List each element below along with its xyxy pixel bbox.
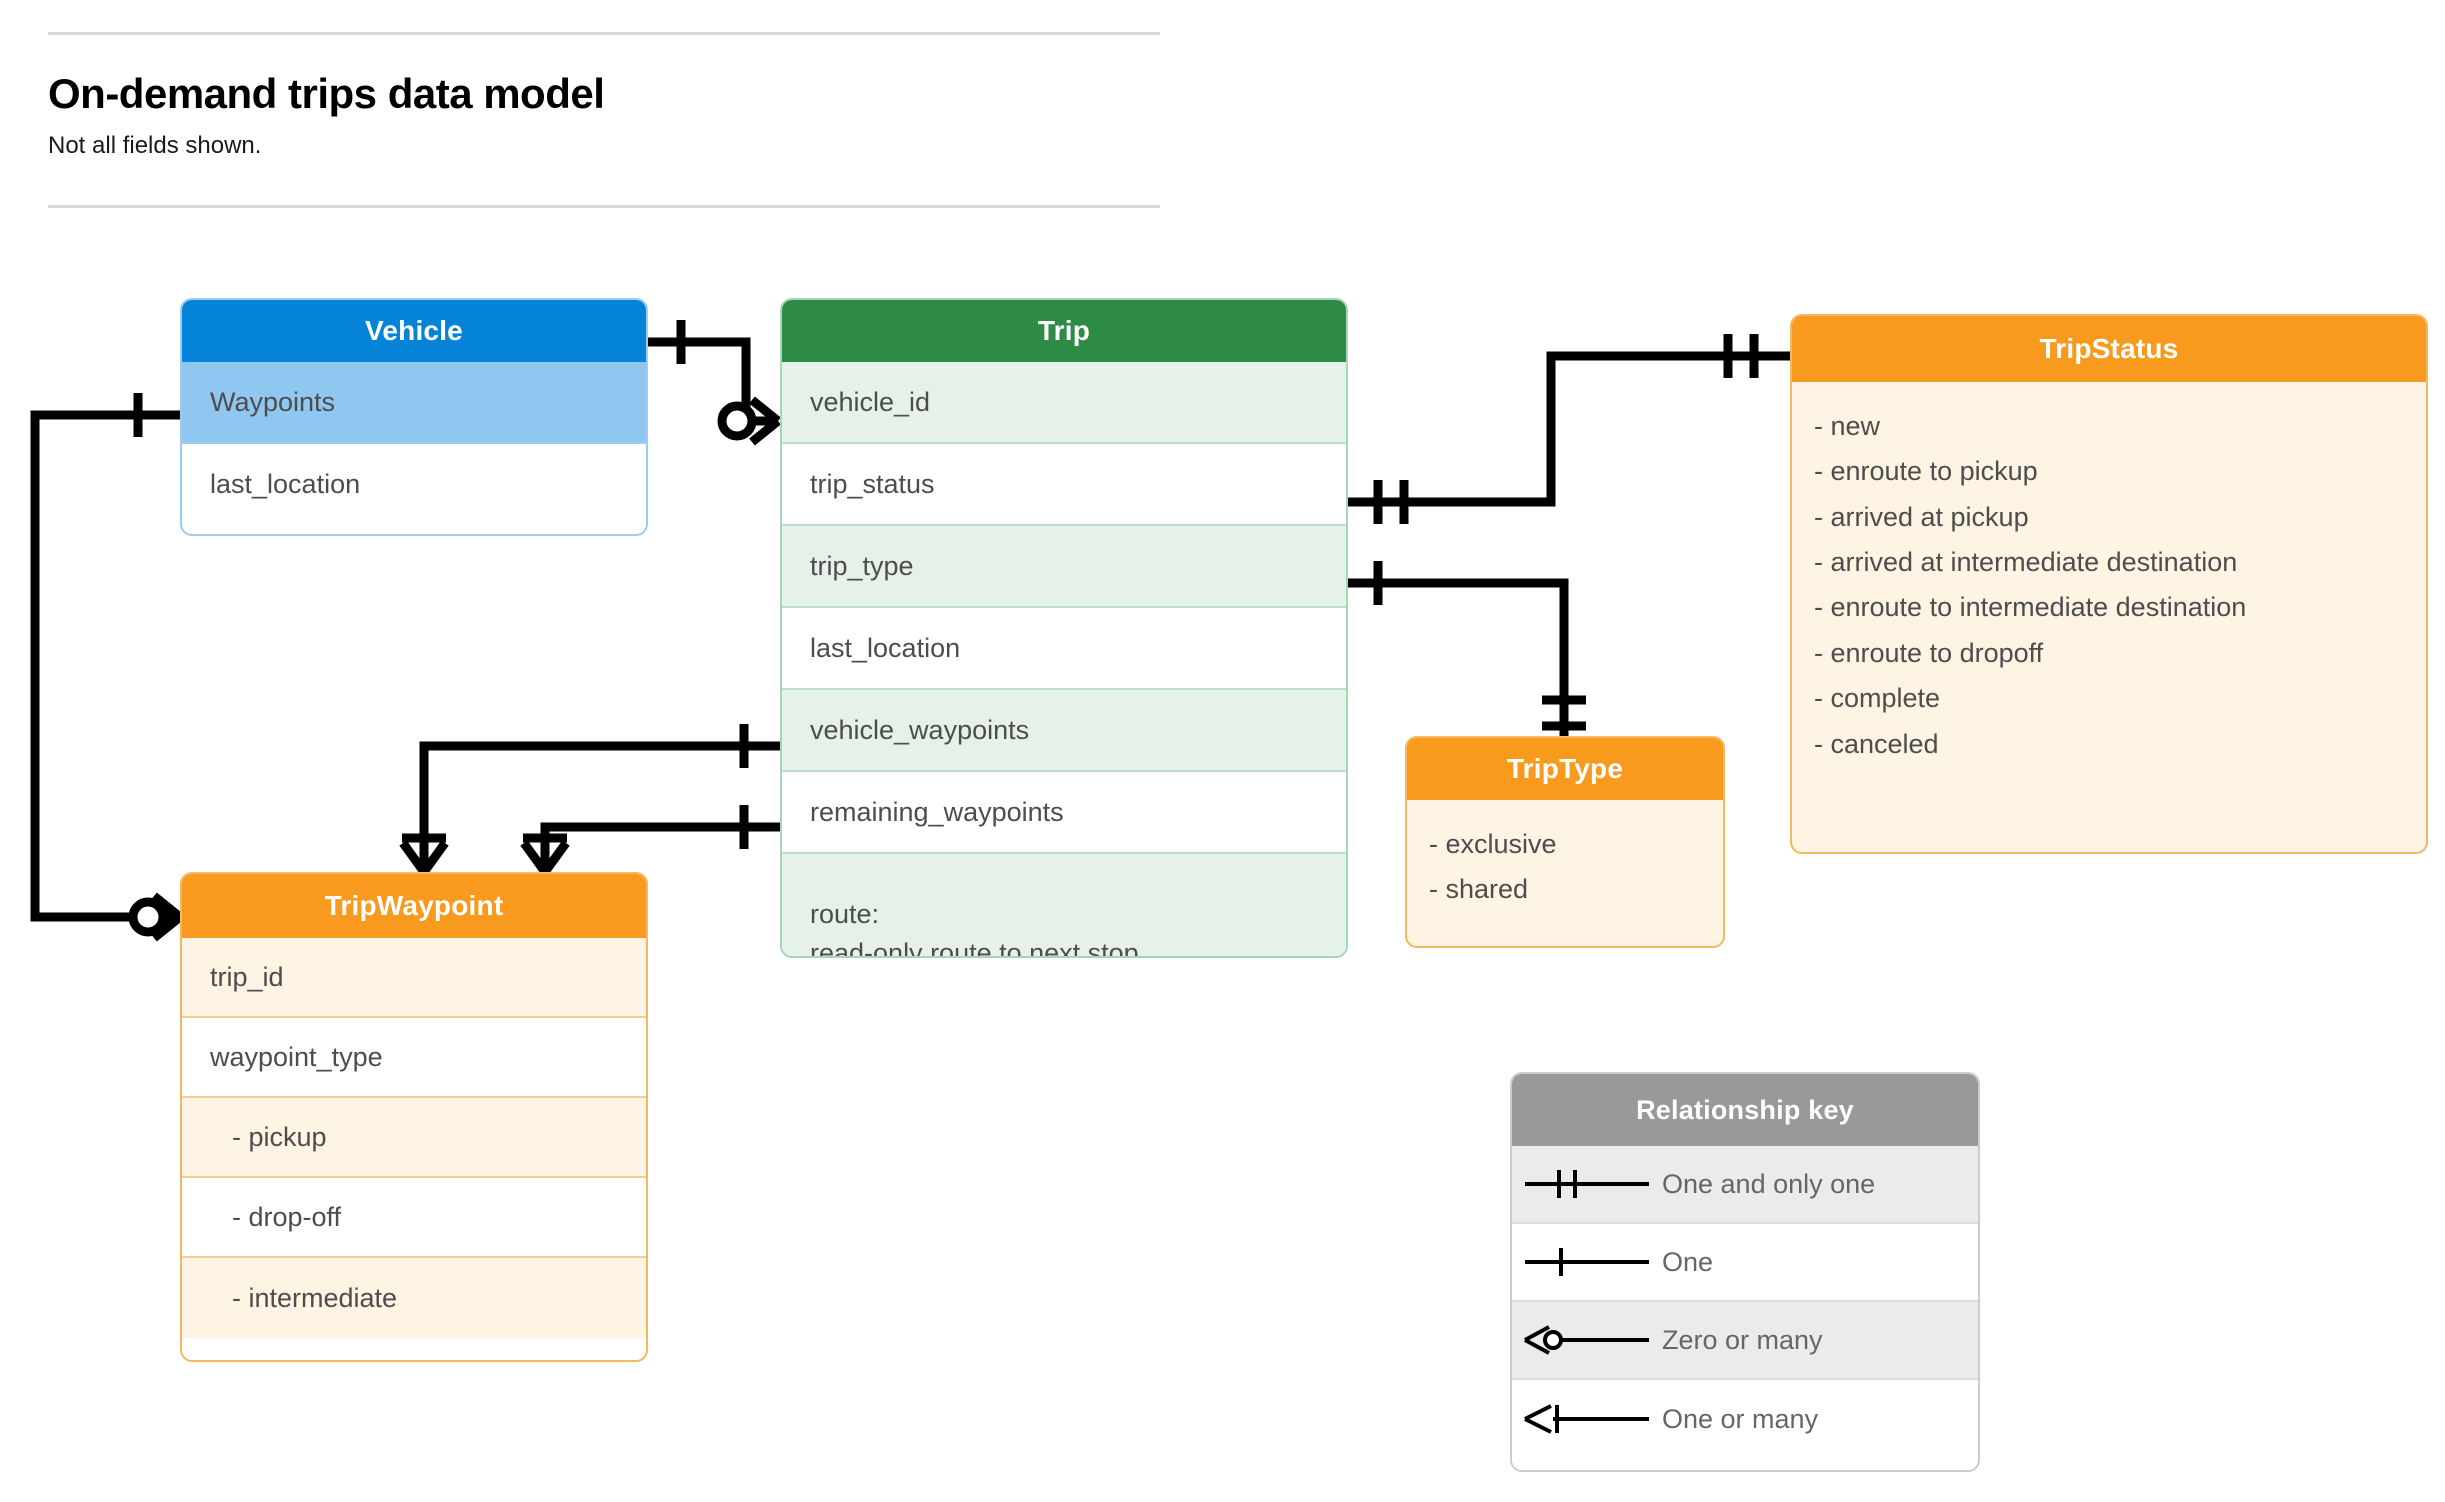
header-bottom-rule: [48, 205, 1160, 208]
entity-tripstatus-header: TripStatus: [1792, 316, 2426, 382]
one-and-only-one-icon: [1512, 1164, 1662, 1204]
entity-trip-field-route-line2: read-only route to next stop: [810, 938, 1139, 958]
legend-row-one: One: [1512, 1224, 1978, 1302]
entity-trip-header: Trip: [782, 300, 1346, 362]
tripstatus-value: - arrived at intermediate destination: [1814, 547, 2238, 578]
entity-vehicle-field-last-location[interactable]: last_location: [182, 444, 646, 524]
entity-triptype-header: TripType: [1407, 738, 1723, 800]
entity-trip-field-route[interactable]: route: read-only route to next stop: [782, 854, 1346, 958]
entity-trip-field-trip-type[interactable]: trip_type: [782, 526, 1346, 608]
legend-label: Zero or many: [1662, 1324, 1823, 1355]
entity-trip-field-trip-status[interactable]: trip_status: [782, 444, 1346, 526]
legend-label: One: [1662, 1246, 1714, 1277]
entity-tripstatus[interactable]: TripStatus - new - enroute to pickup - a…: [1790, 314, 2428, 854]
legend-row-one-and-only-one: One and only one: [1512, 1146, 1978, 1224]
page-title: On-demand trips data model: [48, 70, 605, 117]
connector-trip-remainingwaypoints-tripwaypoint: [540, 822, 780, 872]
connector-trip-triptype: [1348, 578, 1569, 736]
triptype-value: - exclusive: [1429, 829, 1557, 859]
entity-tripwaypoint-header: TripWaypoint: [182, 874, 646, 938]
tripstatus-value: - enroute to pickup: [1814, 456, 2038, 487]
tripstatus-value: - enroute to intermediate destination: [1814, 592, 2247, 623]
header-top-rule: [48, 32, 1160, 35]
page-subtitle: Not all fields shown.: [48, 132, 262, 159]
connector-trip-tripstatus: [1348, 351, 1790, 507]
tripstatus-value: - new: [1814, 411, 1881, 441]
zero-or-many-icon: [1512, 1320, 1662, 1360]
one-icon: [1512, 1242, 1662, 1282]
legend-label: One and only one: [1662, 1168, 1876, 1199]
entity-vehicle[interactable]: Vehicle Waypoints last_location: [180, 298, 648, 536]
tripstatus-value: - canceled: [1814, 728, 1939, 759]
entity-vehicle-field-waypoints[interactable]: Waypoints: [182, 362, 646, 444]
entity-tripwaypoint-field-waypoint-type[interactable]: waypoint_type: [182, 1018, 646, 1098]
entity-trip-field-vehicle-id[interactable]: vehicle_id: [782, 362, 1346, 444]
entity-tripstatus-values: - new - enroute to pickup - arrived at p…: [1792, 382, 2426, 789]
entity-tripwaypoint-value-dropoff[interactable]: - drop-off: [182, 1178, 646, 1258]
connector-vehicle-trip: [648, 337, 778, 426]
tripstatus-value: - arrived at pickup: [1814, 501, 2029, 532]
entity-tripwaypoint-field-trip-id[interactable]: trip_id: [182, 938, 646, 1018]
entity-tripwaypoint-value-pickup[interactable]: - pickup: [182, 1098, 646, 1178]
entity-triptype[interactable]: TripType - exclusive - shared: [1405, 736, 1725, 948]
legend-label: One or many: [1662, 1403, 1819, 1434]
triptype-value: - shared: [1429, 874, 1529, 905]
entity-trip-field-vehicle-waypoints[interactable]: vehicle_waypoints: [782, 690, 1346, 772]
entity-tripwaypoint[interactable]: TripWaypoint trip_id waypoint_type - pic…: [180, 872, 648, 1362]
entity-tripwaypoint-value-intermediate[interactable]: - intermediate: [182, 1258, 646, 1338]
entity-trip-field-route-line1: route:: [810, 898, 880, 929]
legend-relationship-key[interactable]: Relationship key One and only one One: [1510, 1072, 1980, 1472]
connector-trip-vehiclewaypoints-tripwaypoint: [419, 741, 780, 872]
entity-vehicle-header: Vehicle: [182, 300, 646, 362]
tripstatus-value: - enroute to dropoff: [1814, 637, 2044, 668]
legend-row-zero-or-many: Zero or many: [1512, 1302, 1978, 1380]
legend-row-one-or-many: One or many: [1512, 1380, 1978, 1458]
entity-trip-field-last-location[interactable]: last_location: [782, 608, 1346, 690]
legend-header: Relationship key: [1512, 1074, 1978, 1146]
one-or-many-icon: [1512, 1399, 1662, 1439]
entity-trip-field-remaining-waypoints[interactable]: remaining_waypoints: [782, 772, 1346, 854]
entity-triptype-values: - exclusive - shared: [1407, 800, 1723, 935]
connector-vehicle-waypoints-tripwaypoint: [30, 410, 180, 922]
tripstatus-value: - complete: [1814, 683, 1941, 714]
entity-trip[interactable]: Trip vehicle_id trip_status trip_type la…: [780, 298, 1348, 958]
